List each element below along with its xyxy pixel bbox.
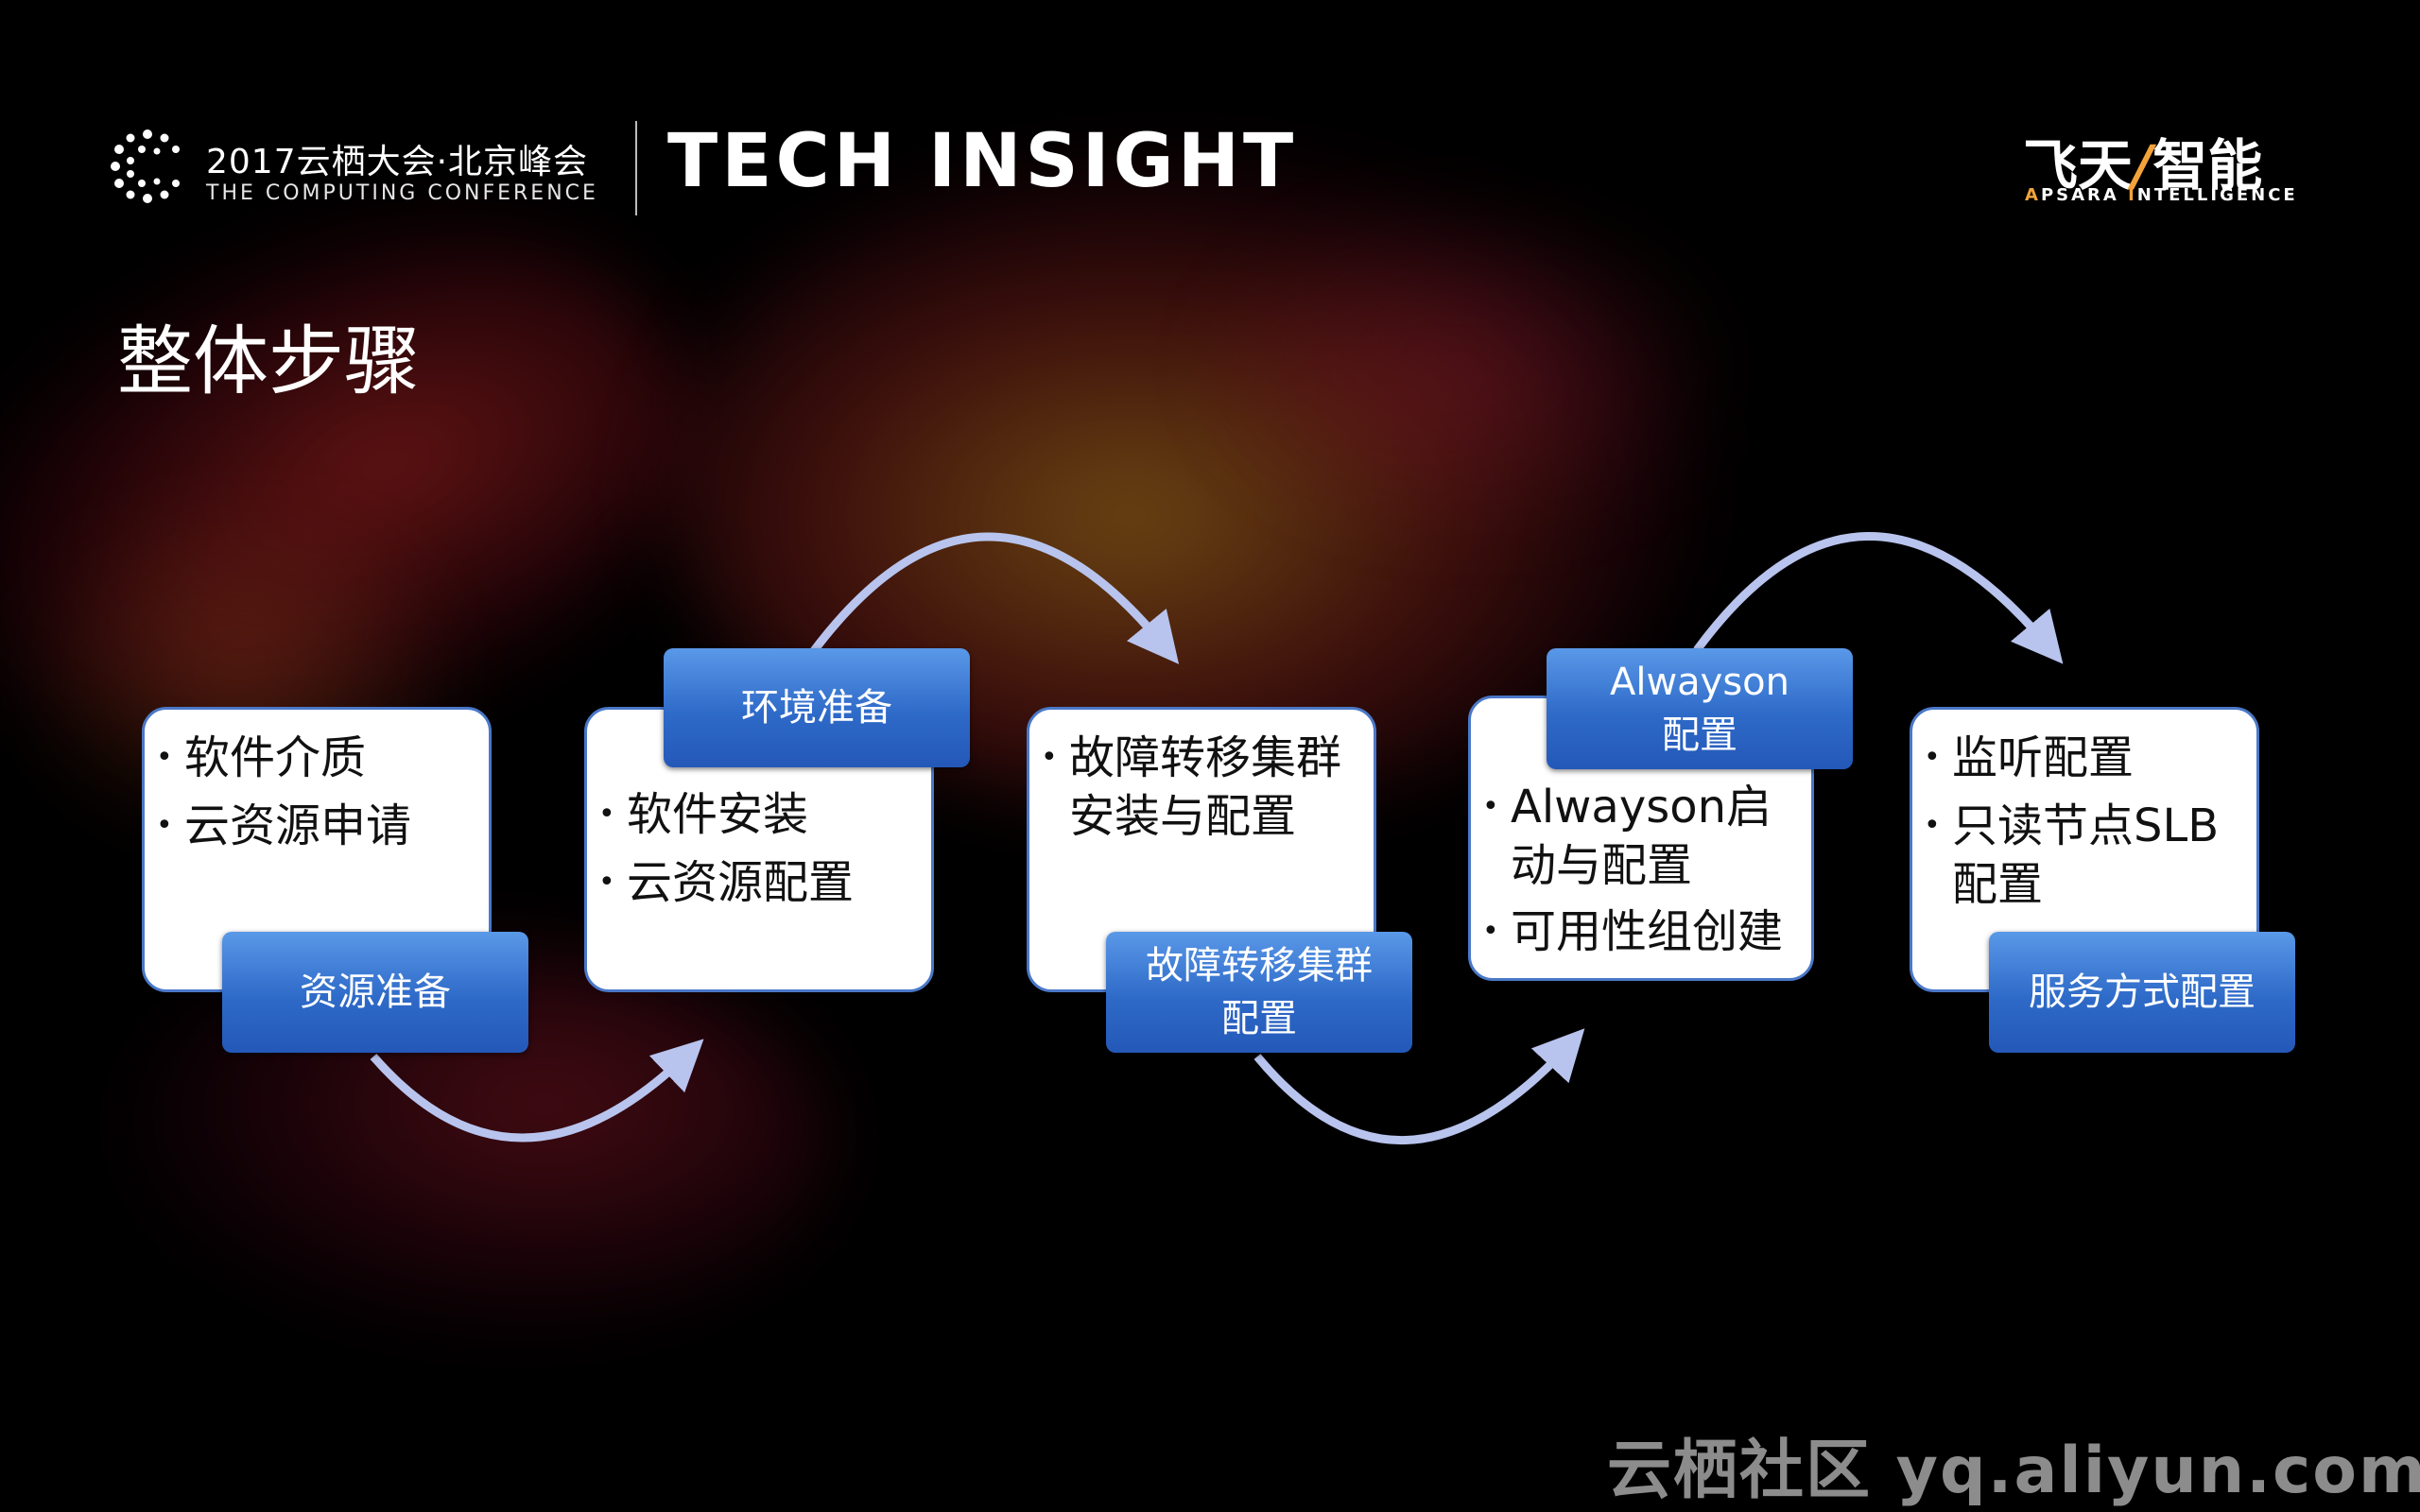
step-5-tag-label: 服务方式配置 xyxy=(2029,966,2256,1019)
step-3-items: 故障转移集群安装与配置 xyxy=(1029,710,1374,846)
step-3-tag-line-2: 配置 xyxy=(1221,992,1297,1045)
step-2-tag-label: 环境准备 xyxy=(741,681,892,734)
step-2-item: 软件安装 xyxy=(587,785,931,844)
step-tag-2: 环境准备 xyxy=(664,648,970,767)
step-tag-3: 故障转移集群 配置 xyxy=(1106,932,1412,1053)
step-2-item: 云资源配置 xyxy=(587,853,931,912)
step-5-items: 监听配置 只读节点SLB配置 xyxy=(1912,710,2256,914)
arrow-step3-to-step4 xyxy=(1257,1047,1567,1141)
step-5-item: 只读节点SLB配置 xyxy=(1912,797,2247,914)
step-1-item: 软件介质 xyxy=(145,729,489,787)
arrow-step1-to-step2 xyxy=(373,1057,685,1138)
step-4-item: 可用性组创建 xyxy=(1471,902,1804,961)
step-1-items: 软件介质 云资源申请 xyxy=(145,710,489,855)
step-4-tag-line-1: Alwayson xyxy=(1610,656,1789,709)
step-4-item: Alwayson启动与配置 xyxy=(1471,778,1804,895)
step-tag-1: 资源准备 xyxy=(222,932,528,1053)
watermark: 云栖社区 yq.aliyun.com xyxy=(1607,1418,2420,1511)
step-4-tag-line-2: 配置 xyxy=(1662,709,1737,762)
step-1-tag-label: 资源准备 xyxy=(300,966,451,1019)
step-1-item: 云资源申请 xyxy=(145,797,489,855)
step-3-item: 故障转移集群安装与配置 xyxy=(1029,729,1362,846)
step-tag-5: 服务方式配置 xyxy=(1989,932,2295,1053)
step-tag-4: Alwayson 配置 xyxy=(1547,648,1853,769)
arrow-step4-to-step5 xyxy=(1697,536,2047,650)
arrow-step2-to-step3 xyxy=(813,537,1163,652)
step-3-tag-line-1: 故障转移集群 xyxy=(1146,939,1373,992)
step-5-item: 监听配置 xyxy=(1912,729,2247,787)
